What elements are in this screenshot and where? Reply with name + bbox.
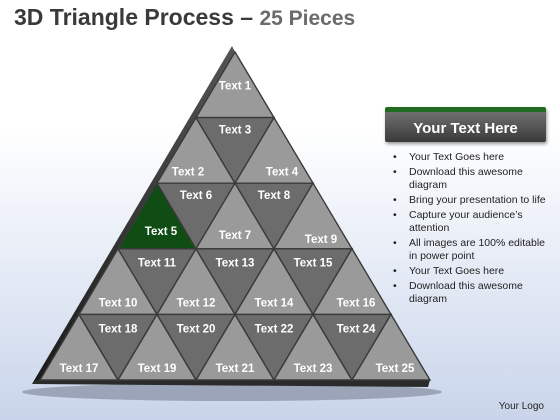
piece-label: Text 1 xyxy=(219,81,252,93)
piece-label: Text 23 xyxy=(294,363,333,375)
text-panel: Your Text Here Your Text Goes here Downl… xyxy=(385,107,546,308)
piece-label: Text 2 xyxy=(172,166,204,178)
piece-label: Text 12 xyxy=(177,298,216,310)
triangle-labels: Text 1 Text 2 Text 3 Text 4 Text 5 Text 6 Text… xyxy=(60,81,415,375)
title-main: 3D Triangle Process xyxy=(14,4,234,30)
bullet-item: Your Text Goes here xyxy=(385,151,546,164)
bullet-item: Your Text Goes here xyxy=(385,265,546,278)
piece-label: Text 18 xyxy=(99,323,138,335)
piece-label: Text 10 xyxy=(99,298,138,310)
title-sub: 25 Pieces xyxy=(259,7,356,30)
piece-label: Text 5 xyxy=(145,226,178,238)
triangle-pieces xyxy=(38,50,432,382)
piece-label: Text 25 xyxy=(376,363,415,375)
bullet-item: Download this awesome diagram xyxy=(385,166,546,192)
piece-label: Text 8 xyxy=(258,190,291,202)
piece-label: Text 6 xyxy=(180,190,212,202)
bullet-item: All images are 100% editable in power po… xyxy=(385,237,546,263)
bullet-item: Bring your presentation to life xyxy=(385,194,546,207)
piece-label: Text 11 xyxy=(138,258,177,270)
piece-label: Text 17 xyxy=(60,363,99,375)
logo-placeholder: Your Logo xyxy=(498,401,544,412)
piece-label: Text 22 xyxy=(255,323,294,335)
triangle-bottom-face xyxy=(32,380,430,387)
piece-label: Text 21 xyxy=(216,363,255,375)
piece-label: Text 20 xyxy=(177,323,216,335)
piece-label: Text 3 xyxy=(219,124,251,136)
bullet-list: Your Text Goes here Download this awesom… xyxy=(385,151,546,306)
piece-label: Text 14 xyxy=(255,298,294,310)
title-separator: – xyxy=(233,4,260,30)
triangle-piece xyxy=(350,313,432,381)
piece-label: Text 16 xyxy=(337,298,376,310)
diagram-shadow xyxy=(22,383,442,401)
piece-label: Text 24 xyxy=(337,323,376,335)
piece-label: Text 13 xyxy=(216,258,255,270)
bullet-item: Download this awesome diagram xyxy=(385,280,546,306)
piece-label: Text 19 xyxy=(138,363,177,375)
bullet-item: Capture your audience’s attention xyxy=(385,209,546,235)
page-title: 3D Triangle Process – 25 Pieces xyxy=(14,4,355,31)
piece-label: Text 9 xyxy=(305,234,337,246)
triangle-side-face xyxy=(32,46,235,384)
piece-label: Text 7 xyxy=(219,230,251,242)
piece-label: Text 4 xyxy=(266,166,299,178)
piece-label: Text 15 xyxy=(294,258,333,270)
panel-header: Your Text Here xyxy=(385,107,546,142)
